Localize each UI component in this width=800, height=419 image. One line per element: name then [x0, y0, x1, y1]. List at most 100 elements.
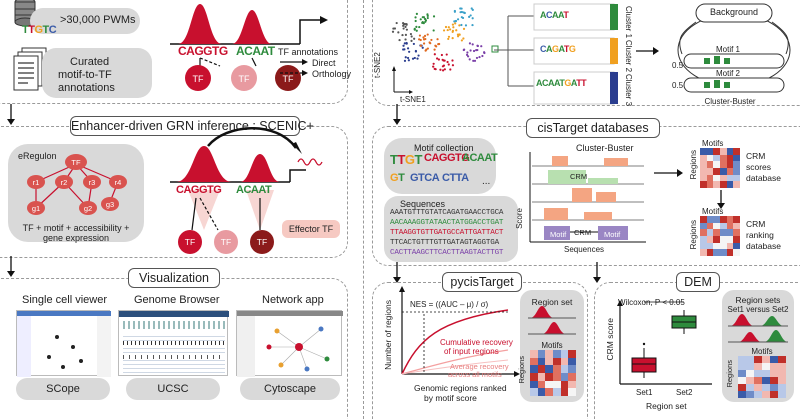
dem-boxplot [617, 300, 712, 385]
heatmap-cell [726, 148, 734, 155]
heatmap-cell [560, 365, 569, 373]
ucsc-screenshot[interactable] [118, 310, 229, 376]
tsne-point [447, 35, 451, 38]
curated-pill [42, 48, 152, 98]
heatmap-cell [568, 380, 576, 389]
heatmap-cell [778, 391, 786, 398]
heatmap-cell [738, 384, 746, 391]
pyc-motifs-label: Motifs [541, 341, 563, 350]
sequences-axis-label: Sequences [564, 245, 605, 254]
tsne-point [412, 42, 415, 46]
heatmap-cell [726, 235, 734, 243]
heatmap-cell [545, 388, 553, 396]
heatmap-cell [700, 161, 707, 168]
tsne-point [434, 68, 437, 71]
tsne-point [441, 58, 444, 61]
node-r3: r3 [88, 178, 96, 187]
tsne-point [416, 57, 419, 60]
heatmap-cell [706, 222, 714, 230]
heatmap-cell [726, 174, 734, 182]
motif-logo-5: GTCA [410, 172, 440, 184]
scenic-caption-1: TF + motif + accessibility + [22, 223, 130, 233]
tsne-point [446, 60, 449, 64]
tsne-point [415, 25, 418, 29]
tsne-point [424, 49, 427, 52]
pwm-count-label: >30,000 PWMs [60, 14, 136, 26]
cb-label: Cluster-Buster [576, 143, 634, 153]
heatmap-cell [706, 242, 714, 250]
heatmap-cell [726, 167, 734, 175]
motif-acaat: ACAAT [236, 44, 275, 58]
heatmap-cell [762, 384, 770, 391]
heatmap-cell [738, 370, 746, 377]
motif-logo-4: GT [390, 172, 405, 184]
heatmap-cell [706, 161, 714, 168]
motifs-label-2: Motifs [702, 207, 724, 216]
tsne-point [405, 28, 408, 31]
heatmap-cell [726, 242, 734, 250]
heatmap-cell [568, 365, 576, 373]
cluster3-motif: ACAATGATT [536, 78, 587, 88]
ucsc-pill [126, 378, 220, 400]
tsne-selection-box [491, 45, 499, 53]
tsne-point [418, 25, 421, 29]
db1-label-3: database [746, 173, 781, 183]
pyc-xlabel-1: Genomic regions ranked [414, 383, 507, 393]
tsne-point [443, 59, 446, 62]
heatmap-cell [700, 216, 707, 223]
pyc-region-set-label: Region set [531, 297, 573, 307]
heatmap-cell [746, 377, 754, 384]
heatmap-cell [706, 235, 714, 243]
cytoscape-screenshot[interactable] [236, 310, 343, 377]
tsne-point [476, 44, 479, 48]
scope-screenshot[interactable] [16, 310, 111, 377]
dem-regions-label: Regions [725, 360, 734, 388]
tsne-point [426, 16, 429, 20]
nes-formula: NES = ((AUC – μ) / σ) [410, 300, 489, 309]
heatmap-cell [754, 370, 762, 377]
heatmap-cell [545, 365, 553, 373]
visualization-title: Visualization [128, 268, 220, 288]
heatmap-cell [700, 148, 707, 155]
heatmap-cell [770, 391, 778, 398]
tsne-point [436, 38, 439, 41]
tsne-point [430, 38, 433, 42]
prob-label-1: 0.5 [672, 61, 684, 70]
tsne-point [440, 53, 443, 57]
heatmap-cell [738, 377, 746, 384]
prob-label-2: 0.5 [672, 81, 684, 90]
heatmap-cell [530, 365, 538, 373]
ucsc-label: UCSC [157, 383, 189, 395]
average-label-2: across all motifs [448, 370, 502, 379]
cumulative-label-2: of input regions [444, 347, 499, 356]
tsne-point [423, 17, 427, 21]
heatmap-cell [713, 216, 720, 223]
heatmap-cell [713, 235, 720, 243]
pyc-heatmap [530, 350, 576, 396]
tsne-point [435, 45, 438, 48]
tsne-point [401, 33, 404, 37]
tsne-point [462, 27, 466, 30]
tsne-point [421, 46, 424, 49]
arrow-down-1 [7, 104, 15, 125]
motif1-label: Motif 1 [716, 45, 741, 54]
heatmap-cell [719, 174, 727, 182]
tsne-point [462, 37, 465, 40]
arrow-right-2 [654, 169, 683, 177]
cluster3-label: Cluster 3 [624, 74, 633, 107]
tsne-point [475, 56, 479, 60]
heatmap-cell [770, 377, 778, 384]
tsne-point [409, 32, 413, 36]
tsne-point [451, 59, 454, 62]
heatmap-cell [778, 356, 786, 363]
set2-label: Set2 [676, 388, 693, 397]
sequences-label: Sequences [400, 199, 446, 209]
scenic-tf-1: TF [184, 237, 196, 247]
tsne-point [463, 11, 466, 15]
eregulon-label: eRegulon [18, 151, 57, 161]
heatmap-cell [713, 242, 720, 250]
heatmap-cell [754, 363, 762, 370]
pwm-pill [30, 8, 140, 34]
tsne-point [469, 14, 472, 17]
tsne-point [456, 35, 460, 38]
